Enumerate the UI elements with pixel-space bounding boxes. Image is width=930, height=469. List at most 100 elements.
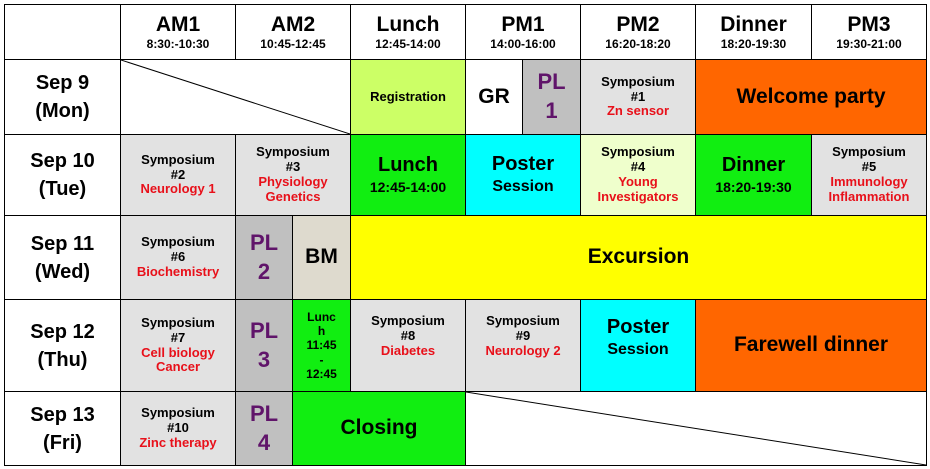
symposium-number: #9 bbox=[515, 327, 531, 343]
plenary-label: PL bbox=[249, 229, 279, 255]
corner-cell bbox=[4, 4, 121, 60]
symposium-9-cell: Symposium #9 Neurology 2 bbox=[465, 299, 581, 392]
session-label: Session bbox=[492, 178, 554, 196]
plenary-number: 3 bbox=[257, 346, 271, 372]
symposium-topic: Neurology 2 bbox=[485, 342, 561, 358]
farewell-dinner-cell: Farewell dinner bbox=[695, 299, 927, 392]
welcome-party-label: Welcome party bbox=[736, 84, 886, 108]
closing-cell: Closing bbox=[292, 391, 466, 466]
header-label: PM3 bbox=[847, 12, 891, 36]
symposium-title: Symposium bbox=[832, 144, 906, 160]
registration-cell: Registration bbox=[350, 59, 466, 135]
header-pm3: PM3 19:30-21:00 bbox=[811, 4, 927, 60]
day-fri: Sep 13 (Fri) bbox=[4, 391, 121, 466]
day-weekday: (Mon) bbox=[35, 100, 90, 122]
poster-session-tue-cell: Poster Session bbox=[465, 134, 581, 216]
registration-label: Registration bbox=[370, 88, 446, 104]
symposium-topic: Immunology bbox=[830, 174, 908, 189]
header-am2: AM2 10:45-12:45 bbox=[235, 4, 351, 60]
symposium-number: #8 bbox=[400, 327, 416, 343]
poster-label: Poster bbox=[606, 316, 670, 338]
symposium-3-cell: Symposium #3 Physiology Genetics bbox=[235, 134, 351, 216]
day-weekday: (Wed) bbox=[34, 260, 91, 283]
empty-slot-mon-am bbox=[120, 59, 351, 135]
dinner-time: 18:20-19:30 bbox=[715, 179, 792, 196]
header-lunch: Lunch 12:45-14:00 bbox=[350, 4, 466, 60]
symposium-topic: Neurology 1 bbox=[140, 181, 216, 197]
lunch-time-separator: - bbox=[319, 352, 324, 367]
welcome-party-cell: Welcome party bbox=[695, 59, 927, 135]
plenary-label: PL bbox=[249, 400, 279, 426]
symposium-2-cell: Symposium #2 Neurology 1 bbox=[120, 134, 236, 216]
symposium-6-cell: Symposium #6 Biochemistry bbox=[120, 215, 236, 300]
header-time: 10:45-12:45 bbox=[260, 36, 326, 51]
diagonal-line bbox=[121, 60, 350, 134]
symposium-topic: Cancer bbox=[155, 359, 201, 375]
header-am1: AM1 8:30:-10:30 bbox=[120, 4, 236, 60]
empty-slot-fri-pm bbox=[465, 391, 927, 466]
excursion-cell: Excursion bbox=[350, 215, 927, 300]
symposium-number: #3 bbox=[285, 159, 301, 175]
symposium-10-cell: Symposium #10 Zinc therapy bbox=[120, 391, 236, 466]
symposium-topic: Investigators bbox=[597, 188, 679, 204]
symposium-8-cell: Symposium #8 Diabetes bbox=[350, 299, 466, 392]
symposium-topic: Cell biology bbox=[141, 344, 215, 360]
header-time: 14:00-16:00 bbox=[490, 36, 556, 51]
day-date: Sep 10 bbox=[30, 150, 95, 172]
symposium-number: #6 bbox=[170, 249, 186, 265]
lunch-label: Lunch bbox=[378, 154, 438, 177]
header-label: PM2 bbox=[616, 12, 660, 36]
symposium-title: Symposium bbox=[141, 314, 215, 330]
lunch-time-end: 12:45 bbox=[306, 367, 337, 382]
symposium-topic: Diabetes bbox=[380, 342, 436, 358]
plenary-label: PL bbox=[249, 317, 279, 343]
day-weekday: (Thu) bbox=[37, 348, 88, 371]
symposium-topic: Zinc therapy bbox=[139, 434, 217, 450]
symposium-title: Symposium bbox=[141, 405, 215, 421]
symposium-number: #1 bbox=[630, 88, 646, 104]
plenary-3-cell: PL 3 bbox=[235, 299, 293, 392]
header-time: 12:45-14:00 bbox=[375, 36, 441, 51]
header-label: AM1 bbox=[155, 12, 201, 36]
session-label: Session bbox=[607, 341, 669, 358]
closing-label: Closing bbox=[340, 416, 418, 440]
symposium-topic: Zn sensor bbox=[606, 103, 670, 119]
symposium-5-cell: Symposium #5 Immunology Inflammation bbox=[811, 134, 927, 216]
plenary-number: 2 bbox=[257, 258, 271, 284]
day-tue: Sep 10 (Tue) bbox=[4, 134, 121, 216]
symposium-title: Symposium bbox=[141, 234, 215, 250]
day-date: Sep 13 bbox=[30, 403, 95, 426]
poster-label: Poster bbox=[491, 153, 555, 176]
symposium-title: Symposium bbox=[601, 144, 675, 160]
plenary-4-cell: PL 4 bbox=[235, 391, 293, 466]
header-pm2: PM2 16:20-18:20 bbox=[580, 4, 696, 60]
bm-cell: BM bbox=[292, 215, 351, 300]
plenary-2-cell: PL 2 bbox=[235, 215, 293, 300]
symposium-topic: Young bbox=[618, 174, 658, 189]
symposium-topic: Biochemistry bbox=[136, 263, 220, 279]
dinner-label: Dinner bbox=[721, 154, 786, 177]
dinner-tue-cell: Dinner 18:20-19:30 bbox=[695, 134, 812, 216]
symposium-number: #7 bbox=[170, 329, 186, 345]
header-label: Lunch bbox=[376, 12, 440, 36]
lunch-time-start: 11:45 bbox=[306, 338, 337, 353]
symposium-number: #10 bbox=[167, 420, 189, 436]
day-weekday: (Fri) bbox=[43, 431, 82, 454]
symposium-title: Symposium bbox=[486, 313, 560, 328]
symposium-title: Symposium bbox=[256, 144, 330, 160]
symposium-topic: Genetics bbox=[265, 188, 321, 204]
bm-label: BM bbox=[305, 245, 338, 269]
excursion-label: Excursion bbox=[587, 245, 690, 269]
symposium-number: #2 bbox=[170, 166, 186, 182]
symposium-topic: Physiology bbox=[258, 174, 328, 189]
lunch-thu-cell: Lunc h 11:45 - 12:45 bbox=[292, 299, 351, 392]
lunch-tue-cell: Lunch 12:45-14:00 bbox=[350, 134, 466, 216]
day-date: Sep 11 bbox=[30, 232, 95, 255]
plenary-label: PL bbox=[537, 69, 566, 95]
header-dinner: Dinner 18:20-19:30 bbox=[695, 4, 812, 60]
header-label: PM1 bbox=[501, 12, 545, 36]
symposium-number: #4 bbox=[630, 159, 646, 175]
plenary-1-cell: PL 1 bbox=[522, 59, 581, 135]
symposium-7-cell: Symposium #7 Cell biology Cancer bbox=[120, 299, 236, 392]
